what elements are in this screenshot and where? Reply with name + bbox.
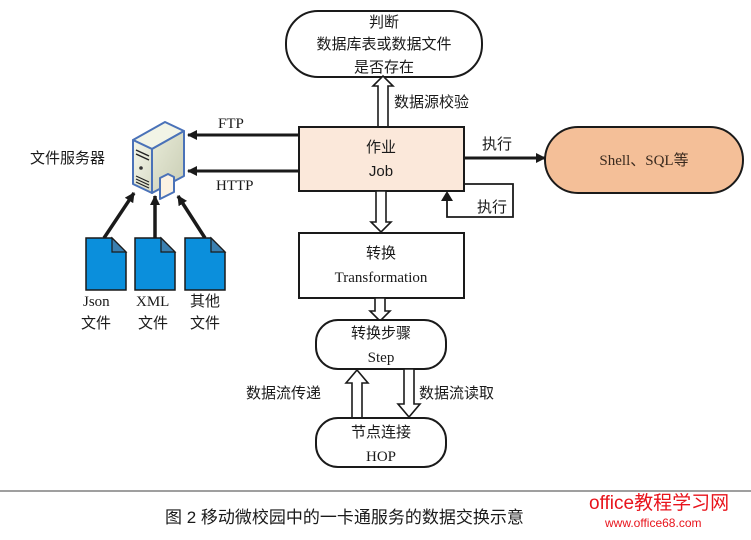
validate-arrow xyxy=(371,74,395,129)
step-line-1: 转换步骤 xyxy=(351,325,411,342)
job-line-2: Job xyxy=(369,163,393,180)
self-loop-arrowhead xyxy=(441,191,453,201)
validate-label: 数据源校验 xyxy=(394,94,469,111)
file-xml-line-1: XML xyxy=(136,294,169,310)
file-json-line-2: 文件 xyxy=(81,315,111,332)
file-server-label: 文件服务器 xyxy=(30,150,105,167)
judge-node: 判断 数据库表或数据文件 是否存在 xyxy=(285,10,483,78)
execute-self-loop xyxy=(446,183,514,218)
hop-line-2: HOP xyxy=(366,449,396,465)
file-other-line-1: 其他 xyxy=(190,293,220,310)
file-other-line-2: 文件 xyxy=(190,315,220,332)
file-json: Json 文件 xyxy=(81,236,128,332)
job-line-1: 作业 xyxy=(366,139,396,156)
file-xml: XML 文件 xyxy=(134,236,177,332)
execute-label: 执行 xyxy=(482,136,512,153)
json-to-server-arrow xyxy=(102,192,136,239)
pass-flow-label: 数据流传递 xyxy=(246,385,321,402)
file-json-line-1: Json xyxy=(83,294,110,310)
file-other: 其他 文件 xyxy=(184,236,227,332)
judge-line-3: 是否存在 xyxy=(354,59,414,76)
watermark-url: www.office68.com xyxy=(604,516,702,530)
judge-line-1: 判断 xyxy=(369,14,399,31)
job-to-transformation-arrow xyxy=(369,190,393,234)
other-to-server-arrow xyxy=(176,195,207,239)
pass-flow-arrow xyxy=(344,368,370,419)
transformation-node: 转换 Transformation xyxy=(298,232,465,299)
job-node: 作业 Job xyxy=(298,126,465,192)
file-server: 文件服务器 xyxy=(30,121,185,200)
figure-caption: 图 2 移动微校园中的一卡通服务的数据交换示意 xyxy=(165,508,524,527)
read-flow-label: 数据流读取 xyxy=(419,385,494,402)
hop-line-1: 节点连接 xyxy=(351,424,411,441)
transformation-to-step-arrow xyxy=(368,297,392,323)
transformation-line-2: Transformation xyxy=(335,270,428,286)
step-line-2: Step xyxy=(368,350,395,366)
shell-sql-node: Shell、SQL等 xyxy=(544,126,744,194)
ftp-label: FTP xyxy=(218,116,244,132)
step-node: 转换步骤 Step xyxy=(315,319,447,370)
transformation-line-1: 转换 xyxy=(366,245,396,262)
execute-self-label: 执行 xyxy=(477,199,507,216)
http-label: HTTP xyxy=(216,178,254,194)
watermark-title: office教程学习网 xyxy=(589,492,729,514)
judge-line-2: 数据库表或数据文件 xyxy=(316,36,451,53)
hop-node: 节点连接 HOP xyxy=(315,417,447,468)
read-flow-arrow xyxy=(396,368,422,419)
file-xml-line-2: 文件 xyxy=(138,315,168,332)
server-icon xyxy=(132,121,185,200)
shell-sql-label: Shell、SQL等 xyxy=(599,151,688,169)
